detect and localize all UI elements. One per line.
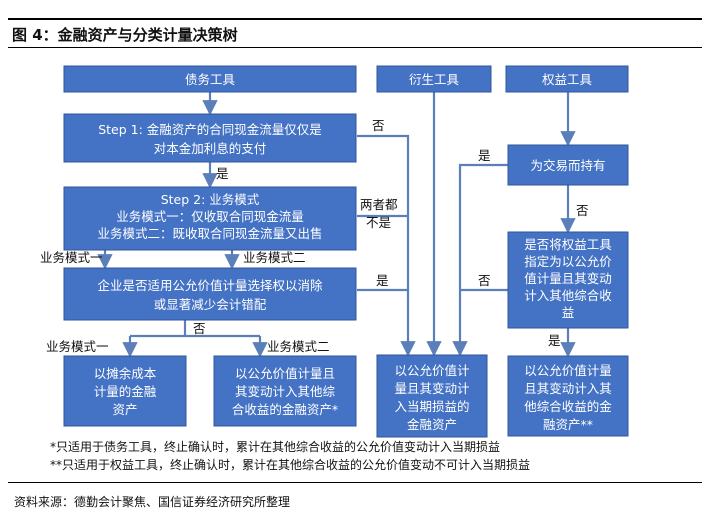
fvtpl-box: [376, 354, 488, 438]
label-step1-yes: 是: [216, 166, 229, 181]
label-trading-yes: 是: [478, 148, 491, 163]
label-fvo-yes: 是: [376, 273, 389, 288]
step2-line3: 业务模式二：既收取合同现金流量又出售: [97, 226, 322, 241]
step1-box: [63, 113, 357, 163]
label-trading-no: 否: [576, 203, 589, 218]
source-note: 资料来源：德勤会计聚焦、国信证券经济研究所整理: [14, 495, 291, 509]
equity-tool-box: [505, 65, 629, 93]
fvoci-debt-line1: 以公允价值计量且: [235, 366, 335, 381]
step2-line1: Step 2: 业务模式: [161, 192, 260, 207]
footnote-1: *只适用于债务工具，终止确认时，累计在其他综合收益的公允价值变动计入当期损益: [50, 440, 501, 454]
trading-box: [507, 144, 629, 186]
fvo-box: [63, 267, 357, 321]
elect-line1: 是否将权益工具: [524, 237, 612, 252]
fvoci-eq-line1: 以公允价值计量: [524, 363, 612, 378]
elect-line5: 益: [562, 305, 575, 320]
step2-line2: 业务模式一：仅收取合同现金流量: [116, 209, 304, 224]
label-neither-l1: 两者都: [360, 197, 398, 212]
fvtpl-line2: 量且其变动计: [394, 381, 469, 396]
label-step1-no: 否: [372, 118, 385, 133]
step1-line2: 对本金加利息的支付: [154, 141, 267, 156]
fvo-line2: 或显著减少会计错配: [154, 297, 267, 312]
fvoci-equity-box: [507, 355, 629, 437]
debt-tool-label: 债务工具: [185, 72, 236, 87]
label-mode2-b: 业务模式二: [267, 339, 330, 354]
figure-title: 图 4：金融资产与分类计量决策树: [8, 18, 702, 48]
label-neither-l2: 不是: [366, 215, 392, 230]
equity-tool-label: 权益工具: [542, 72, 593, 87]
fvtpl-line3: 入当期损益的: [394, 399, 469, 414]
derivative-tool-box: [376, 65, 492, 93]
fvoci-debt-box: [213, 355, 357, 427]
fvo-line1: 企业是否适用公允价值计量选择权以消除: [97, 278, 323, 293]
amortized-cost-box: [63, 355, 187, 427]
arrow-trading-yes: [452, 163, 508, 357]
label-mode2-a: 业务模式二: [243, 250, 306, 265]
arrow-step1-no: [357, 134, 416, 357]
elect-oci-box: [507, 231, 629, 329]
amortized-line1: 以摊余成本: [94, 366, 157, 381]
amortized-line3: 资产: [112, 402, 137, 417]
fvoci-debt-line3: 合收益的金融资产*: [232, 402, 338, 417]
bottom-divider: [8, 482, 702, 483]
label-mode1-a: 业务模式一: [40, 250, 103, 265]
elect-line2: 指定为以公允价: [524, 254, 612, 269]
step1-line1: Step 1: 金融资产的合同现金流量仅仅是: [98, 122, 322, 137]
label-elect-yes: 是: [548, 333, 561, 348]
connectors: [97, 92, 576, 358]
amortized-line2: 计量的金融: [94, 384, 157, 399]
fvoci-eq-line4: 融资产**: [543, 417, 593, 432]
trading-label: 为交易而持有: [530, 158, 605, 173]
fvoci-debt-line2: 其变动计入其他综: [235, 384, 336, 399]
step2-box: [63, 186, 357, 251]
fvtpl-line1: 以公允价值计: [394, 363, 469, 378]
label-fvo-no: 否: [193, 321, 206, 336]
debt-tool-box: [63, 65, 357, 93]
derivative-tool-label: 衍生工具: [409, 72, 460, 87]
fvtpl-line4: 金融资产: [407, 417, 457, 432]
label-elect-no: 否: [478, 273, 491, 288]
fvoci-eq-line3: 他综合收益的金: [524, 399, 612, 414]
label-mode1-b: 业务模式一: [46, 339, 109, 354]
fvoci-eq-line2: 且其变动计入其: [524, 381, 612, 396]
elect-line3: 值计量且其变动: [524, 271, 612, 286]
footnote-2: **只适用于权益工具，终止确认时，累计在其他综合收益的公允价值变动不可计入当期损…: [50, 458, 531, 472]
elect-line4: 计入其他综合收: [524, 288, 612, 303]
